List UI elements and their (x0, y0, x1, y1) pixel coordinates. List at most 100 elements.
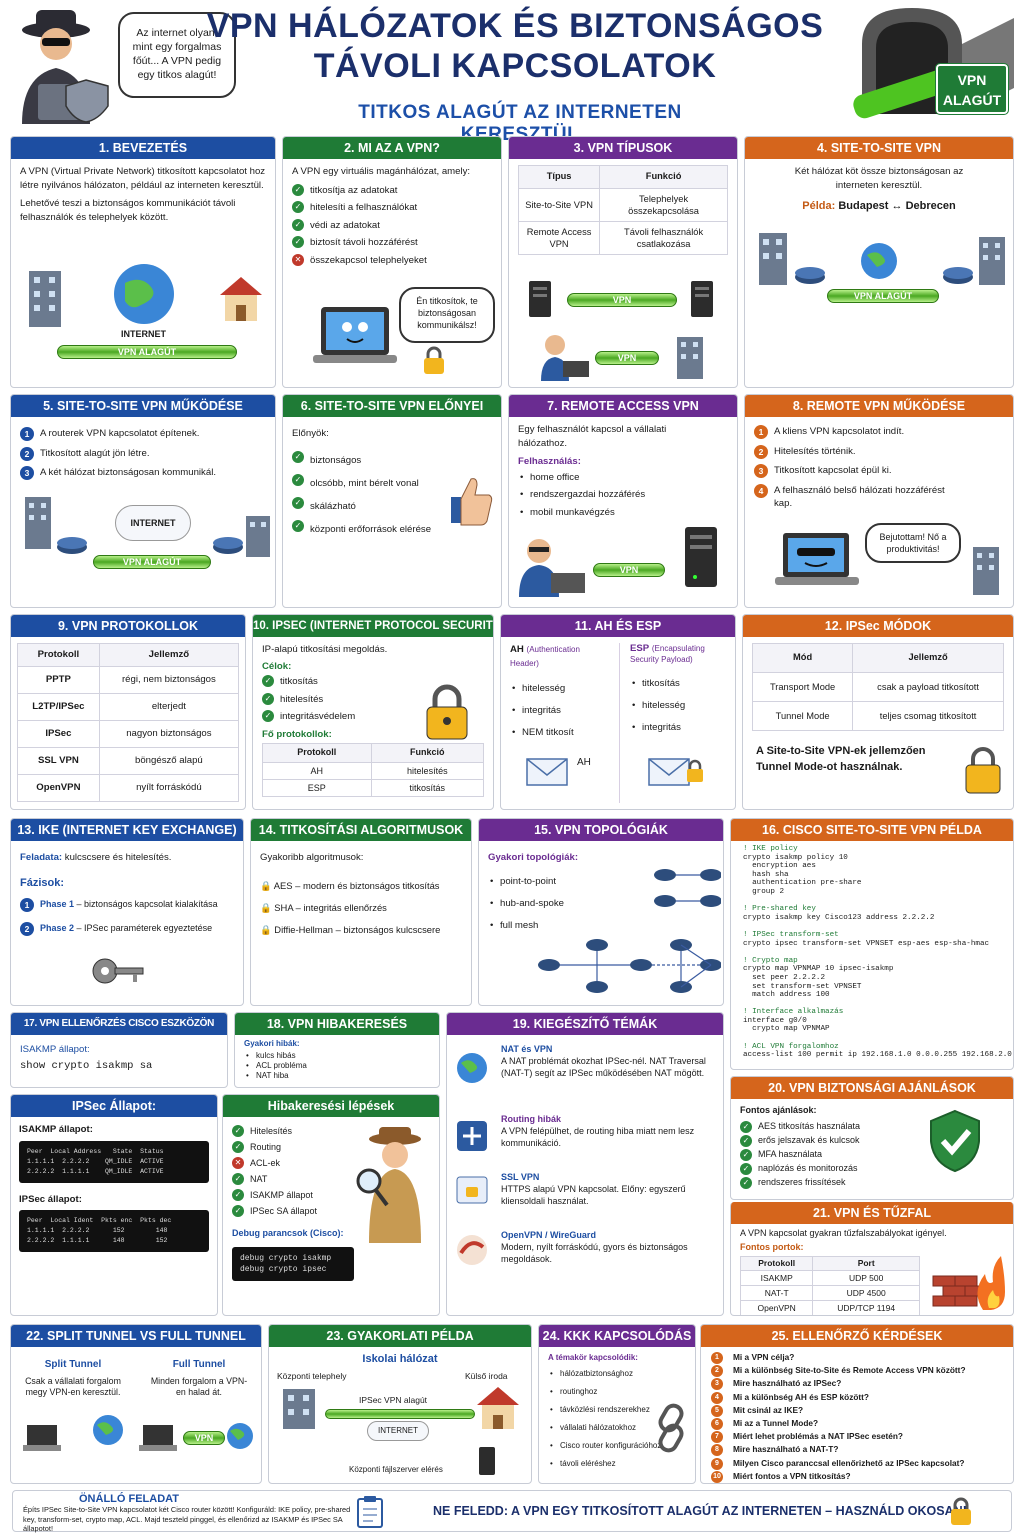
card-title: 17. VPN ELLENŐRZÉS CISCO ESZKÖZÖN (11, 1013, 227, 1035)
building-icon (243, 513, 273, 562)
s2s-description: Két hálózat köt össze biztonságosan az i… (794, 166, 964, 191)
list-item: titkosítás (630, 675, 728, 693)
s2s-example: Példa: Budapest ↔ Debrecen (802, 200, 956, 212)
list-item: hitelesítés (262, 692, 484, 707)
list-item: ACL-ek (232, 1157, 430, 1169)
router-icon (455, 1119, 489, 1158)
card-title: 23. GYAKORLATI PÉLDA (269, 1325, 531, 1347)
globe-icon (111, 261, 177, 332)
list-item: olcsóbb, mint bérelt vonal (292, 473, 492, 493)
clipboard-icon (355, 1495, 385, 1534)
sec-list: AES titkosítás használata erős jelszavak… (740, 1121, 1004, 1189)
card-ipsec: 10. IPSEC (INTERNET PROTOCOL SECURITY) I… (252, 614, 494, 810)
vpn-tunnel: VPN ALAGÚT (57, 345, 237, 359)
code-line: ! IPSec transform-set (743, 930, 839, 939)
list-item: Routing (232, 1141, 430, 1153)
card-troubleshooting-steps: Hibakeresési lépések Hitelesítés Routing… (222, 1094, 440, 1316)
server-icon (527, 279, 553, 324)
key-icon (91, 949, 147, 998)
ssl-lock-icon (455, 1175, 489, 1214)
code-line: ! Crypto map (743, 956, 798, 965)
algo-list: 🔒 AES – modern és biztonságos titkosítás… (260, 875, 462, 941)
list-item: hálózatbiztonsághoz (548, 1369, 686, 1379)
table-header: Funkció (370, 743, 485, 763)
building-icon (21, 493, 55, 554)
list-item: integritás (510, 702, 610, 720)
code-line: authentication pre-share (743, 879, 862, 888)
list-item: routinghoz (548, 1387, 686, 1397)
code-line: group 2 (743, 887, 785, 896)
example-right-label: Külső iroda (465, 1371, 508, 1381)
padlock-icon: 🔒 (260, 923, 272, 935)
card-title: 18. VPN HIBAKERESÉS (235, 1013, 439, 1035)
code-line (743, 922, 1001, 931)
code-line: encryption aes (743, 862, 816, 871)
vpn-tunnel: VPN (183, 1431, 225, 1445)
list-item: integritásvédelem (262, 710, 484, 724)
card-encryption-algorithms: 14. TITKOSÍTÁSI ALGORITMUSOK Gyakoribb a… (250, 818, 472, 1006)
card-kkk-connection: 24. KKK KAPCSOLÓDÁS A témakör kapcsolódi… (538, 1324, 696, 1484)
house-icon (216, 273, 266, 328)
code-line: match address 100 (743, 991, 830, 1000)
code-line: crypto map VPNMAP (743, 1025, 830, 1034)
errors-list: kulcs hibás ACL probléma NAT hiba (244, 1051, 430, 1081)
kkk-intro: A témakör kapcsolódik: (548, 1353, 638, 1362)
firewall-icon (931, 1252, 1007, 1315)
server-icon (689, 279, 715, 324)
card-ipsec-status: IPSec Állapot: ISAKMP állapot: Peer Loca… (10, 1094, 218, 1316)
card-title: 7. REMOTE ACCESS VPN (509, 395, 737, 417)
vpn-tunnel-bar (325, 1409, 475, 1419)
card-security-recommendations: 20. VPN BIZTONSÁGI AJÁNLÁSOK Fontos aján… (730, 1076, 1014, 1200)
padlock-icon (421, 345, 447, 380)
list-item: full mesh (488, 917, 714, 935)
globe-icon (225, 1421, 255, 1456)
ipsec-proto-label: Fő protokollok: (262, 728, 332, 740)
globe-icon (455, 1051, 489, 1090)
table-header: Jellemző (98, 643, 240, 667)
question-number: 4 (711, 1391, 723, 1404)
card-split-full-tunnel: 22. SPLIT TUNNEL VS FULL TUNNEL Split Tu… (10, 1324, 262, 1484)
card-title: 2. MI AZ A VPN? (283, 137, 501, 159)
card-title: 13. IKE (INTERNET KEY EXCHANGE) (11, 819, 243, 841)
building-icon (969, 543, 1003, 600)
user-laptop-icon (537, 331, 591, 386)
topology-diagram (535, 859, 722, 1005)
code-line: ! IKE policy (743, 845, 798, 853)
topo-list: point-to-point hub-and-spoke full mesh (488, 873, 714, 935)
modes-note: A Site-to-Site VPN-ek jellemzően Tunnel … (756, 744, 926, 773)
padlock-icon: 🔒 (260, 879, 272, 891)
list-item: 🔒 Diffie-Hellman – biztonságos kulcscser… (260, 923, 441, 935)
shield-check-icon (927, 1109, 983, 1178)
full-heading: Full Tunnel (172, 1359, 226, 1370)
list-item: 🔒 AES – modern és biztonságos titkosítás (260, 879, 440, 891)
question-number: 8 (711, 1444, 723, 1457)
hacker-illustration (8, 6, 118, 124)
mascot-speech-bubble: Bejutottam! Nő a produktivitás! (865, 523, 961, 563)
errors-label: Gyakori hibák: (244, 1039, 300, 1048)
question-number: 1 (711, 1352, 723, 1364)
question-number: 5 (711, 1404, 723, 1417)
card-title: 19. KIEGÉSZÍTŐ TÉMÁK (447, 1013, 723, 1035)
list-item: MFA használata (740, 1149, 1004, 1161)
list-item: távoli eléréshez (548, 1459, 686, 1469)
card-title: 20. VPN BIZTONSÁGI AJÁNLÁSOK (731, 1077, 1013, 1099)
